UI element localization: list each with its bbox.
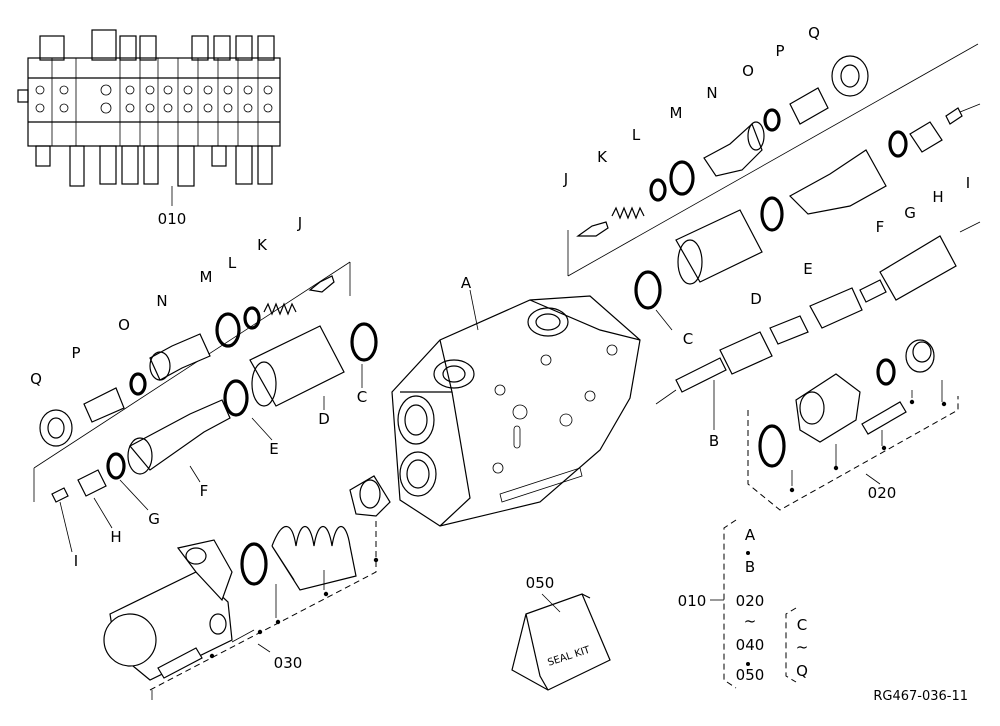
left-leaders	[59, 364, 363, 553]
seal-kit-050: SEAL KIT	[511, 593, 611, 691]
part-M-oring	[669, 160, 695, 196]
label-K-left: K	[257, 236, 268, 254]
part-F-left	[129, 399, 231, 471]
label-G-right: G	[904, 204, 916, 222]
assembly-030	[103, 475, 391, 700]
part-J-needle	[576, 221, 609, 237]
label-N-right: N	[706, 84, 717, 102]
bolt-030	[157, 647, 203, 679]
part-G-oring	[888, 130, 908, 158]
label-A: A	[461, 274, 472, 292]
part-L-left	[243, 306, 261, 330]
label-I-left: I	[74, 552, 78, 570]
part-K-left	[263, 302, 297, 316]
part-Q-nut	[831, 55, 869, 97]
part-B-spool	[655, 221, 981, 430]
label-C-right: C	[683, 330, 693, 348]
legend-item-040: 040	[736, 636, 765, 654]
legend-root: 010	[678, 592, 707, 610]
label-050: 050	[526, 574, 555, 592]
part-C-oring-right	[634, 270, 662, 310]
reference-code: RG467-036-11	[873, 689, 968, 704]
label-M-right: M	[670, 104, 683, 122]
oring-020	[758, 424, 786, 468]
part-I-pin	[945, 107, 963, 125]
label-B: B	[709, 432, 719, 450]
legend-item-020: 020	[736, 592, 765, 610]
label-E-left: E	[269, 440, 278, 458]
part-P-plug	[789, 87, 829, 125]
label-Q-right: Q	[808, 24, 820, 42]
upper-right-parts	[567, 43, 981, 285]
label-010-top: 010	[158, 210, 187, 228]
bolt-020	[861, 401, 907, 435]
part-P-left	[83, 387, 125, 423]
part-O-oring	[763, 108, 781, 132]
label-D-left: D	[318, 410, 330, 428]
valve-block-assembly	[17, 29, 281, 206]
label-E-right: E	[803, 260, 812, 278]
part-H-plug	[909, 121, 943, 153]
legend-sub-tilde: ~	[796, 638, 809, 656]
label-G-left: G	[148, 510, 160, 528]
label-D-right: D	[750, 290, 762, 308]
part-G-left	[106, 452, 126, 480]
label-Q-left: Q	[30, 370, 42, 388]
legend-item-B: B	[745, 558, 755, 576]
legend-item-050: 050	[736, 666, 765, 684]
cap-020	[795, 373, 861, 443]
part-M-left	[215, 312, 241, 348]
label-H-left: H	[110, 528, 121, 546]
part-D-sleeve	[675, 209, 763, 283]
left-parts	[33, 261, 378, 503]
label-C-left: C	[357, 388, 367, 406]
label-H-right: H	[932, 188, 943, 206]
part-L-oring	[649, 178, 667, 202]
part-Q-left	[39, 409, 73, 447]
label-J-left: J	[297, 214, 302, 232]
legend-sub-Q: Q	[796, 662, 808, 680]
part-E-oring	[760, 196, 784, 232]
part-N-fitting	[703, 122, 763, 177]
legend-item-A: A	[745, 526, 756, 544]
port-holes	[35, 84, 273, 114]
part-J-left	[308, 275, 335, 293]
label-J-right: J	[563, 170, 568, 188]
legend-item-tilde: ~	[744, 612, 757, 630]
label-O-right: O	[742, 62, 754, 80]
label-F-left: F	[200, 482, 209, 500]
label-F-right: F	[876, 218, 885, 236]
label-I-right: I	[966, 174, 970, 192]
part-H-left	[77, 469, 107, 497]
part-E-left	[223, 379, 249, 417]
part-K-spring	[611, 206, 645, 220]
label-020: 020	[868, 484, 897, 502]
label-O-left: O	[118, 316, 130, 334]
part-O-left	[129, 372, 147, 396]
spacer-030	[349, 475, 391, 517]
part-I-left	[51, 487, 69, 503]
label-N-left: N	[156, 292, 167, 310]
label-M-left: M	[200, 268, 213, 286]
spring-030	[271, 525, 357, 591]
label-030: 030	[274, 654, 303, 672]
legend-sub-C: C	[797, 616, 807, 634]
label-L-right: L	[632, 126, 641, 144]
part-F-spool	[789, 149, 887, 215]
part-D-left	[249, 325, 345, 407]
label-K-right: K	[597, 148, 608, 166]
label-P-left: P	[71, 344, 80, 362]
oring-030	[240, 542, 268, 586]
valve-body-A	[391, 295, 641, 527]
part-C-left	[350, 322, 378, 362]
label-L-left: L	[228, 254, 237, 272]
assembly-020	[747, 339, 959, 511]
legend-bracket	[710, 519, 797, 689]
label-P-right: P	[775, 42, 784, 60]
